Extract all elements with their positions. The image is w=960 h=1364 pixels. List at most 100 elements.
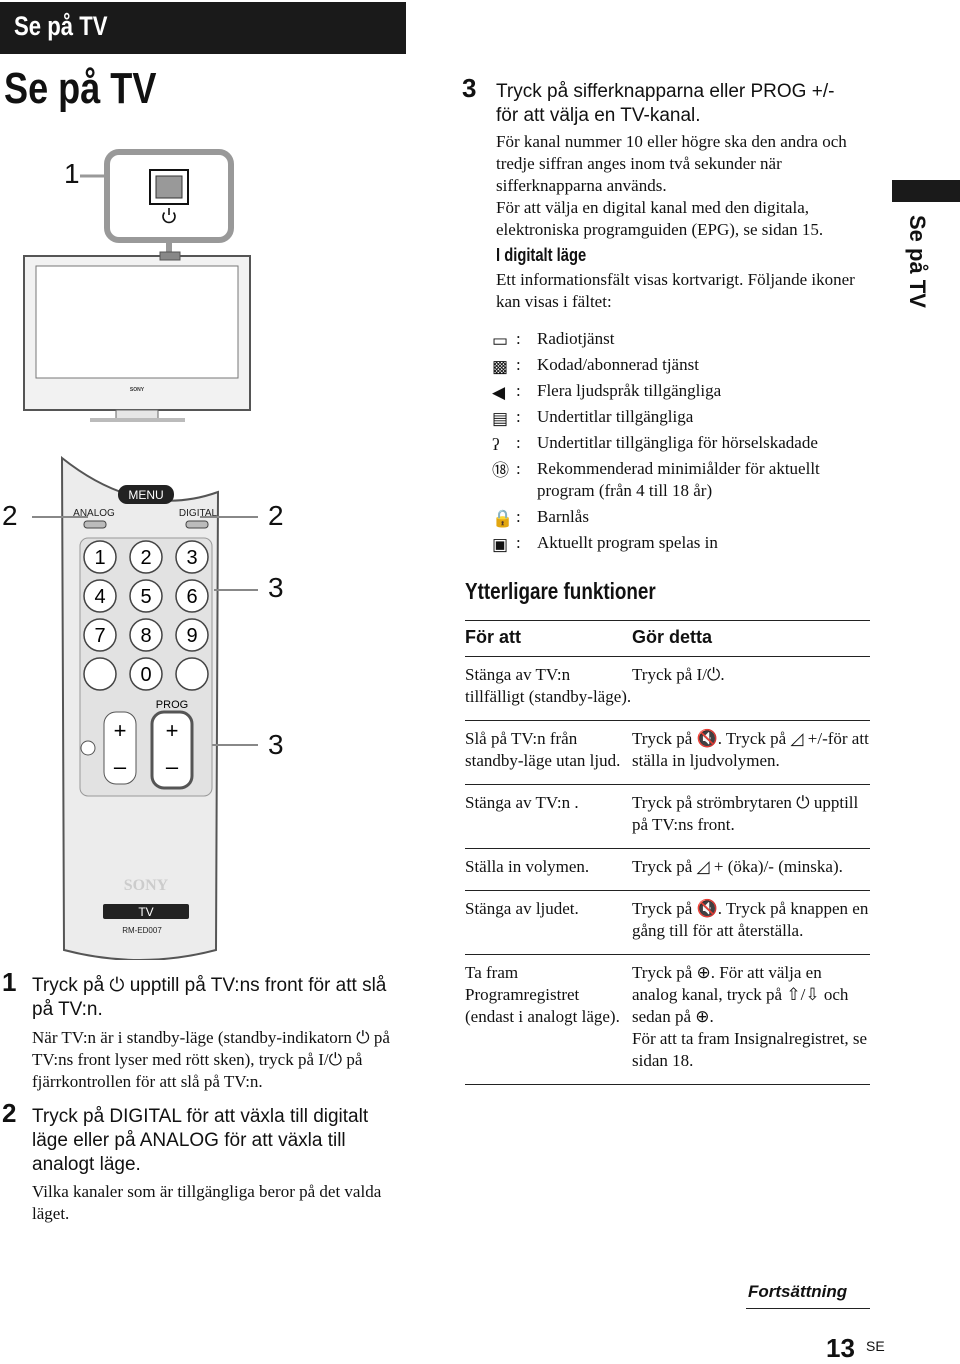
- key-0-label: 0: [140, 664, 151, 686]
- key-1-label: 1: [94, 547, 105, 569]
- instruction-text: Tryck på 🔇. Tryck på ◿ +/-för att ställa…: [632, 729, 869, 770]
- power-icon: [162, 208, 176, 224]
- age-rating-icon: ⑱: [492, 461, 509, 480]
- scrambled-icon: ▩: [492, 357, 509, 376]
- step-2-title: Tryck på DIGITAL för att växla till digi…: [32, 1106, 369, 1175]
- tv-screen: [35, 265, 239, 379]
- key-1-button: [83, 540, 117, 574]
- table-row: Slå på TV:n från standby-läge utan ljud.…: [465, 720, 870, 785]
- key-6-button: [175, 579, 209, 613]
- icon-separator: :: [516, 355, 521, 374]
- table-header-gor-detta: Gör detta: [632, 620, 870, 657]
- key-7-button: [83, 618, 117, 652]
- tv-mode-label: TV: [138, 905, 153, 919]
- step-3-title: Tryck på sifferknapparna eller PROG +/- …: [496, 81, 835, 126]
- key-5-label: 5: [140, 586, 151, 608]
- remote-brand: SONY: [124, 877, 169, 894]
- instruction-text: Tryck på I/⏻.: [632, 665, 725, 684]
- header-banner: Se på TV: [0, 2, 406, 54]
- key-4-label: 4: [94, 586, 105, 608]
- instruction-text: Tryck på ◿ + (öka)/- (minska).: [632, 857, 843, 876]
- table-header-for-att: För att: [465, 620, 632, 657]
- callout-1: 1: [64, 158, 80, 189]
- teletext-button: [83, 657, 117, 691]
- prog-rocker: [150, 710, 194, 790]
- instruction-text: Tryck på strömbrytaren ⏻ upptill på TV:n…: [632, 793, 859, 834]
- icon-separator: :: [516, 459, 521, 478]
- icon-separator: :: [516, 381, 521, 400]
- icon-separator: :: [516, 507, 521, 526]
- table-cell-instruction: Tryck på ⊕. För att välja en analog kana…: [632, 954, 870, 1085]
- instruction-text-extra: För att ta fram Insignalregistret, se si…: [632, 1029, 868, 1070]
- table-row: Stänga av TV:n tillfälligt (standby-läge…: [465, 656, 870, 721]
- key-8-label: 8: [140, 625, 151, 647]
- table-row: Ställa in volymen.Tryck på ◿ + (öka)/- (…: [465, 848, 870, 891]
- prog-plus: +: [166, 718, 179, 743]
- side-tab-label: Se på TV: [905, 215, 930, 308]
- side-tab: [892, 180, 960, 202]
- key-9-label: 9: [186, 625, 197, 647]
- table-cell-action: Slå på TV:n från standby-läge utan ljud.: [465, 720, 632, 785]
- page-title: Se på TV: [4, 64, 157, 113]
- status-icon-label: Flera ljudspråk tillgängliga: [537, 381, 722, 400]
- key-2-button: [129, 540, 163, 574]
- table-cell-action: Stänga av TV:n .: [465, 784, 632, 849]
- step-1-title: Tryck på ⏻ upptill på TV:ns front för at…: [32, 975, 387, 1020]
- hearing-impaired-icon: ʔ: [492, 435, 500, 454]
- key-5-button: [129, 579, 163, 613]
- step-3-body-1: För kanal nummer 10 eller högre ska den …: [496, 132, 847, 195]
- callout-2-left: 2: [2, 500, 18, 531]
- speaker-icon: ◀: [492, 383, 506, 402]
- key-4-button: [83, 579, 117, 613]
- subtitles-icon: ▤: [492, 409, 509, 428]
- header-banner-text: Se på TV: [14, 11, 108, 41]
- status-icon-label: Undertitlar tillgängliga för hörselskada…: [537, 433, 818, 452]
- table-cell-instruction: Tryck på strömbrytaren ⏻ upptill på TV:n…: [632, 784, 870, 849]
- step-3-number: 3: [462, 73, 477, 103]
- key-6-label: 6: [186, 586, 197, 608]
- callout-3-bottom: 3: [268, 729, 284, 760]
- key-0-button: [129, 657, 163, 691]
- volume-rocker: [103, 711, 137, 785]
- status-icon-label: Undertitlar tillgängliga: [537, 407, 694, 426]
- status-icon-label: Aktuellt program spelas in: [537, 533, 718, 552]
- tv-mode-button: [103, 904, 189, 919]
- tv-brand: SONY: [130, 387, 145, 393]
- instruction-text: Tryck på 🔇. Tryck på knappen en gång til…: [632, 899, 869, 940]
- table-cell-action: Ta fram Programregistret (endast i analo…: [465, 954, 632, 1085]
- continued-rule: [746, 1308, 870, 1309]
- icon-separator: :: [516, 433, 521, 452]
- volume-minus: –: [114, 754, 127, 779]
- key-3-button: [175, 540, 209, 574]
- volume-plus: +: [114, 718, 127, 743]
- page-language: SE: [866, 1338, 885, 1354]
- status-icon-label: Barnlås: [537, 507, 589, 526]
- instruction-text: Tryck på ⊕. För att välja en analog kana…: [632, 963, 849, 1026]
- functions-table: För att Gör detta Stänga av TV:n tillfäl…: [465, 620, 870, 1085]
- table-row: Stänga av TV:n .Tryck på strömbrytaren ⏻…: [465, 784, 870, 849]
- status-icon-label: Rekommenderad minimiålder för aktuellt p…: [537, 459, 820, 500]
- table-cell-action: Stänga av TV:n tillfälligt (standby-läge…: [465, 656, 632, 721]
- icon-separator: :: [516, 329, 521, 348]
- table-cell-action: Ställa in volymen.: [465, 848, 632, 891]
- analog-button: [83, 520, 107, 529]
- table-cell-instruction: Tryck på 🔇. Tryck på ◿ +/-för att ställa…: [632, 720, 870, 785]
- status-icon-label: Kodad/abonnerad tjänst: [537, 355, 699, 374]
- step-3-body-2: För att välja en digital kanal med den d…: [496, 198, 824, 239]
- digital-label: DIGITAL: [179, 508, 218, 519]
- prog-minus: –: [166, 754, 179, 779]
- key-7-label: 7: [94, 625, 105, 647]
- table-cell-instruction: Tryck på ◿ + (öka)/- (minska).: [632, 848, 870, 891]
- key-8-button: [129, 618, 163, 652]
- step-1-number: 1: [2, 967, 17, 997]
- jump-button: [175, 657, 209, 691]
- step-1-body: När TV:n är i standby-läge (standby-indi…: [32, 1028, 390, 1091]
- status-icon-label: Radiotjänst: [537, 329, 615, 348]
- lock-icon: 🔒: [492, 509, 514, 528]
- menu-button: [118, 485, 174, 504]
- menu-label: MENU: [128, 488, 163, 502]
- callout-3-top: 3: [268, 572, 284, 603]
- digital-button: [185, 520, 209, 529]
